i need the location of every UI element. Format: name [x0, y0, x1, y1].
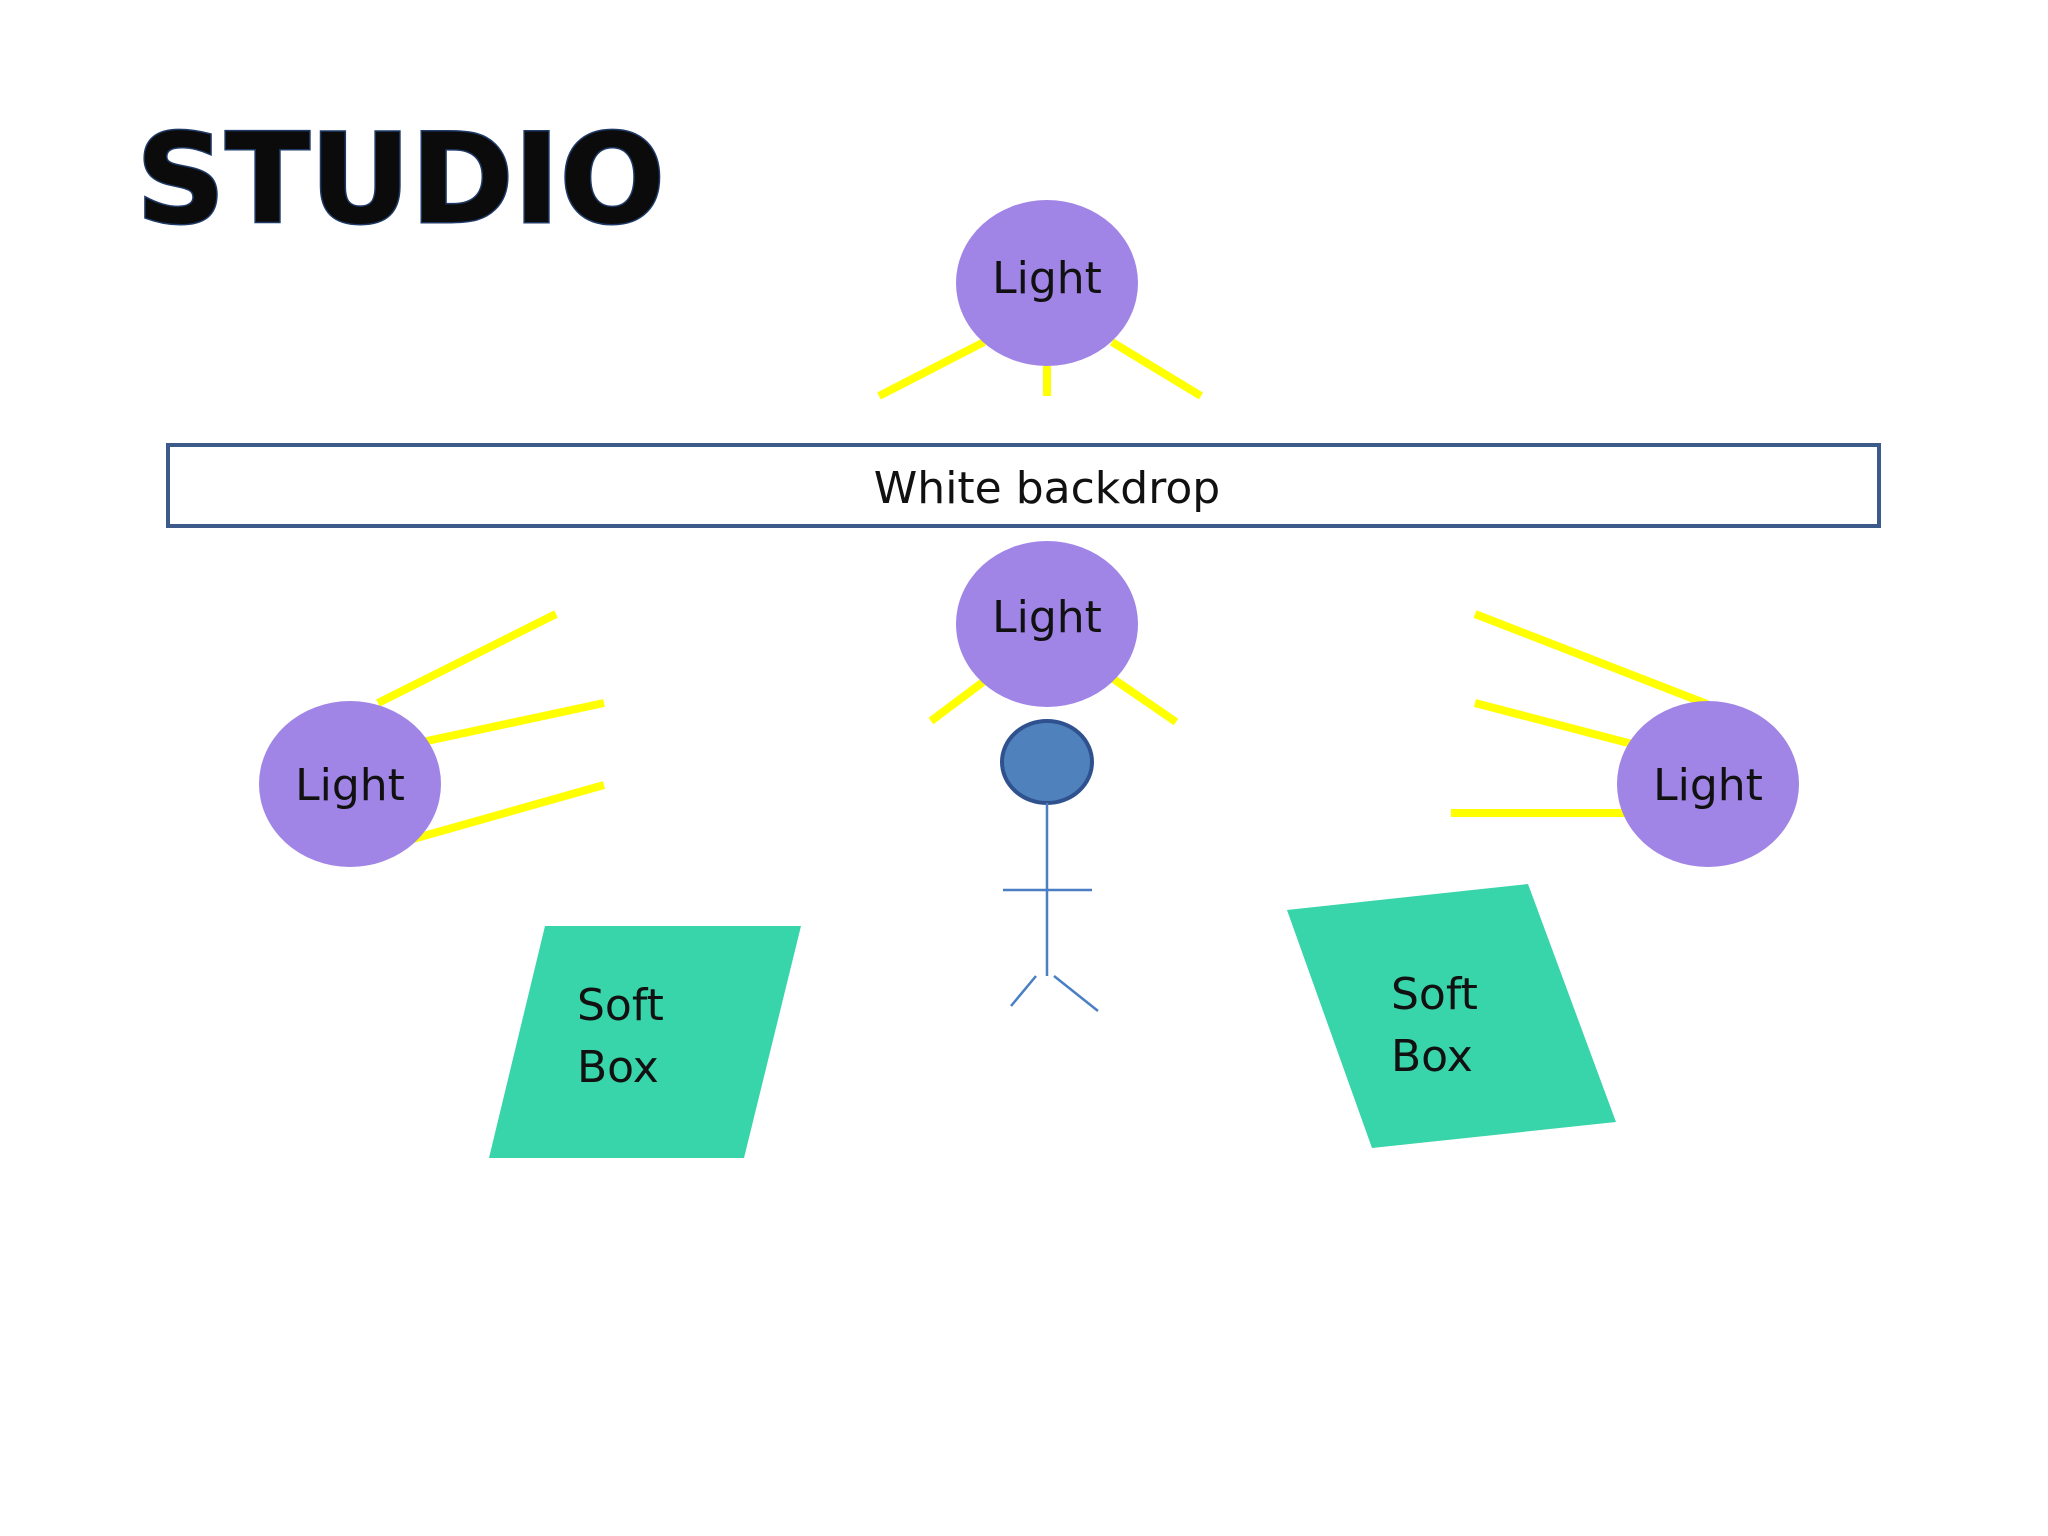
light-top-label: Light [992, 253, 1102, 304]
ray [411, 781, 606, 843]
subject-head [1000, 719, 1094, 805]
right-light-rays [1451, 610, 1709, 817]
slide-title: STUDIO [136, 108, 665, 252]
ray [877, 338, 986, 400]
top-light-rays [877, 338, 1204, 400]
ray [1109, 338, 1204, 400]
light-right-label: Light [1653, 760, 1763, 811]
softbox-left-label-line2: Box [577, 1042, 659, 1093]
softbox-right: Soft Box [1287, 884, 1616, 1148]
light-center-shape [956, 541, 1138, 707]
center-light-rays [928, 674, 1179, 726]
subject-figure [1000, 719, 1099, 1012]
softbox-right-label-line1: Soft [1391, 969, 1478, 1020]
softbox-left: Soft Box [489, 926, 801, 1158]
backdrop-rect [166, 443, 1881, 528]
softbox-left-label-line1: Soft [577, 980, 664, 1031]
ray [1109, 674, 1179, 726]
light-center-label: Light [992, 592, 1102, 643]
ray [1473, 610, 1709, 708]
softbox-right-shape [1287, 884, 1616, 1148]
ray [928, 678, 986, 725]
softbox-left-shape [489, 926, 801, 1158]
light-left-label: Light [295, 760, 405, 811]
light-center: Light [956, 541, 1138, 707]
backdrop-label: White backdrop [874, 463, 1220, 514]
light-top: Light [956, 200, 1138, 366]
white-backdrop: White backdrop [166, 443, 1881, 528]
light-right: Light [1617, 701, 1799, 867]
light-left-shape [259, 701, 441, 867]
subject-body [1003, 803, 1099, 1012]
ray [376, 610, 558, 707]
softbox-right-label-line2: Box [1391, 1031, 1473, 1082]
left-light-rays [376, 610, 606, 843]
light-left: Light [259, 701, 441, 867]
light-top-shape [956, 200, 1138, 366]
ray [1473, 699, 1634, 748]
ray [412, 699, 605, 748]
light-right-shape [1617, 701, 1799, 867]
